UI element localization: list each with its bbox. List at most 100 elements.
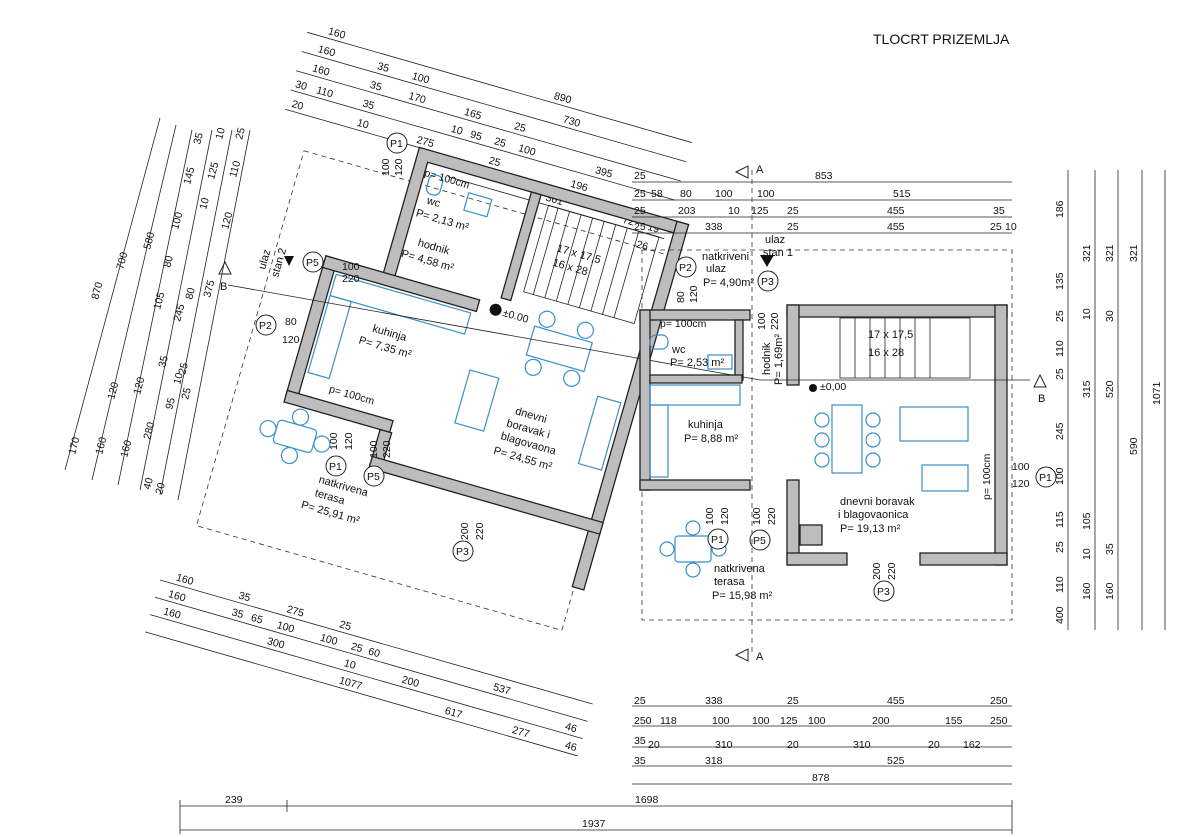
dim-400: 400 — [1054, 606, 1066, 624]
kitchen-counter-icon — [649, 384, 741, 406]
entrance-label: ulaz — [765, 234, 785, 246]
dim-100: 100 — [808, 715, 826, 727]
room-name: kuhinja — [688, 419, 724, 431]
dim-105: 105 — [151, 291, 167, 311]
dim-46: 46 — [564, 739, 579, 754]
dim-338: 338 — [705, 695, 723, 707]
opening-code: P5 — [306, 257, 319, 269]
opening-code: P2 — [679, 262, 692, 274]
dim-280: 280 — [141, 421, 157, 441]
opening-height: 120 — [719, 507, 731, 525]
dim-25: 25 — [176, 361, 191, 376]
opening-height: 220 — [342, 273, 360, 285]
opening-code: P3 — [456, 546, 469, 558]
dim-35: 35 — [376, 60, 391, 75]
dim-730: 730 — [562, 113, 582, 129]
dim-525: 525 — [887, 755, 905, 767]
wall — [919, 552, 1008, 566]
dim-160: 160 — [1081, 582, 1093, 600]
room-area: P= 15,98 m² — [712, 590, 773, 602]
opening-height: 120 — [688, 285, 700, 303]
dim-315: 315 — [1081, 380, 1093, 398]
dim-890: 890 — [553, 90, 573, 106]
dim-30: 30 — [294, 78, 309, 93]
dim-25: 25 — [1054, 541, 1066, 553]
dim-25: 25 — [634, 170, 646, 182]
dim-250: 250 — [634, 715, 652, 727]
section-arrow-icon — [218, 260, 232, 275]
opening-tag-p3 — [757, 270, 779, 292]
opening-code: P3 — [877, 586, 890, 598]
section-label: B — [1038, 393, 1045, 405]
toilet-icon — [649, 334, 669, 350]
dims-right-vertical: 186 135 25 110 25 245 100 115 25 110 400… — [1054, 170, 1166, 630]
opening-width: 100 — [342, 261, 360, 273]
dim-275: 275 — [285, 603, 305, 619]
dim-160: 160 — [311, 62, 331, 78]
opening-code: P1 — [329, 461, 342, 473]
opening-height: 120 — [282, 334, 300, 346]
dim-40: 40 — [141, 476, 156, 491]
opening-width: 100 — [380, 158, 392, 176]
dim-1937: 1937 — [582, 818, 606, 830]
wall — [649, 374, 743, 384]
dim-310: 310 — [715, 739, 733, 751]
washbasin-icon — [707, 354, 733, 370]
dim-25: 25 — [634, 221, 646, 233]
dim-20: 20 — [153, 481, 168, 496]
dims-top-right: 25 853 25 58 80 100 100 515 25 203 10 12… — [632, 170, 1017, 234]
dim-870: 870 — [89, 281, 105, 301]
dim-25: 25 — [1054, 310, 1066, 322]
apartment-left: 17 x 17,5 16 x 28 wc P= 2,13 m² p= 100cm… — [196, 146, 690, 631]
dim-25: 25 — [349, 640, 364, 655]
dim-65: 65 — [250, 612, 265, 627]
stair-right — [839, 317, 971, 379]
sofa-icon — [577, 395, 622, 471]
opening-width: 100 — [756, 312, 768, 330]
opening-code: P1 — [711, 534, 724, 546]
dining-table-icon — [831, 404, 863, 474]
dim-20: 20 — [290, 98, 305, 113]
dim-160: 160 — [93, 436, 109, 456]
washbasin-icon — [463, 192, 493, 218]
dim-60: 60 — [367, 645, 382, 660]
dim-125: 125 — [751, 205, 769, 217]
dim-25: 25 — [233, 126, 248, 141]
dim-95: 95 — [469, 128, 484, 143]
opening-code: P2 — [259, 320, 272, 332]
opening-height: 120 — [343, 432, 355, 450]
parapet-label: p= 100cm — [981, 453, 993, 500]
dim-110: 110 — [1054, 340, 1066, 357]
dim-35: 35 — [361, 98, 376, 113]
opening-code: P5 — [753, 535, 766, 547]
dim-1077: 1077 — [338, 675, 364, 693]
entrance-arrow-icon — [760, 255, 774, 267]
section-label: A — [756, 164, 764, 176]
opening-tag-p1 — [386, 132, 408, 154]
section-line-b — [227, 284, 761, 381]
opening-tag-p5 — [363, 465, 385, 487]
dim-100: 100 — [715, 188, 733, 200]
dim-105: 105 — [1081, 512, 1093, 530]
dim-250: 250 — [990, 695, 1008, 707]
dim-537: 537 — [492, 681, 512, 697]
dim-35: 35 — [1104, 543, 1116, 555]
opening-tag-p1 — [707, 528, 729, 550]
terrace-outline-left — [196, 150, 670, 631]
dim-375: 375 — [201, 279, 217, 299]
dims-left-vertical: 870 170 700 160 580 120 160 35 145 100 8… — [64, 117, 251, 501]
dim-310: 310 — [853, 739, 871, 751]
stair-label: 17 x 17,5 — [868, 329, 913, 341]
opening-height: 220 — [769, 312, 781, 330]
dim-700: 700 — [114, 251, 130, 271]
wall — [639, 479, 751, 491]
section-arrow-icon — [1033, 373, 1047, 388]
dim-35: 35 — [230, 606, 245, 621]
dim-170: 170 — [66, 436, 82, 456]
stair-left — [523, 204, 660, 324]
dim-120: 120 — [219, 211, 235, 231]
dim-25: 25 — [513, 120, 528, 135]
dim-25: 25 — [990, 221, 1002, 233]
dim-95: 95 — [163, 396, 178, 411]
room-area: P= 2,13 m² — [415, 207, 471, 234]
